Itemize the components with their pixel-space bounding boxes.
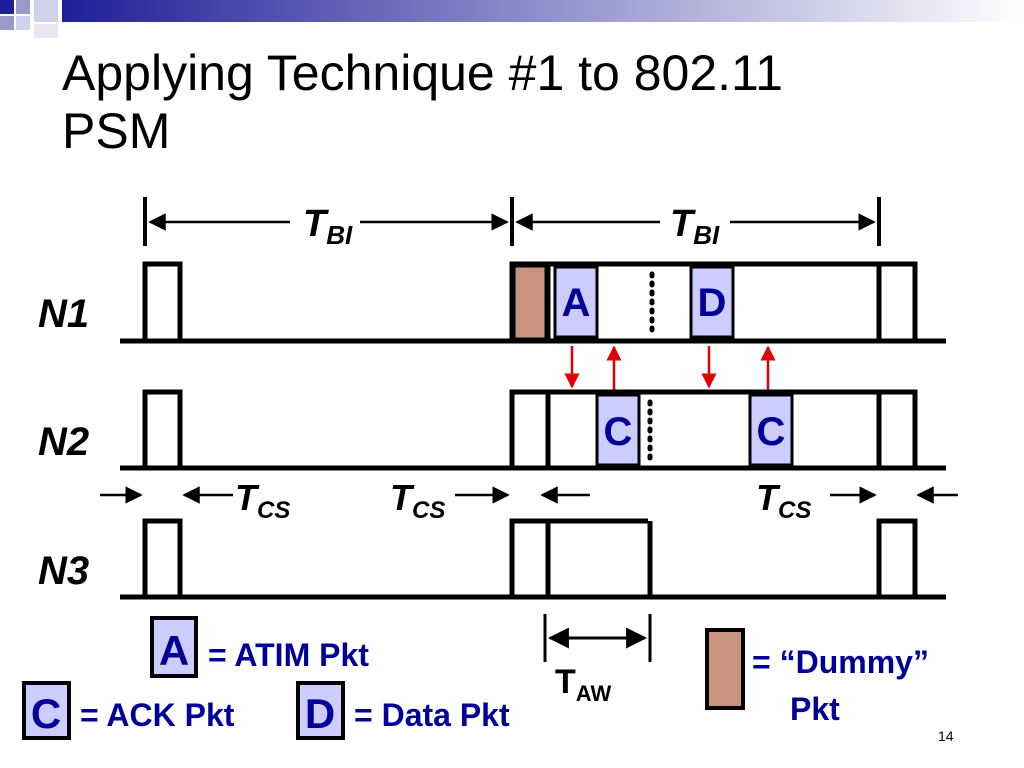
slide-title: Applying Technique #1 to 802.11 PSM (62, 44, 783, 160)
legend-ack-text: = ACK Pkt (80, 697, 235, 733)
legend-atim-symbol: A (159, 627, 189, 674)
svg-text:C: C (604, 410, 633, 454)
timeline-n2 (120, 389, 946, 471)
legend-atim: A = ATIM Pkt (150, 616, 369, 678)
ack-packet-n2-first: C (595, 393, 641, 467)
svg-text:C: C (757, 410, 786, 454)
node-label-n3: N3 (38, 549, 89, 593)
legend-data-text: = Data Pkt (354, 697, 510, 733)
slide-decoration (0, 0, 1024, 38)
taw-label: TAW (555, 663, 611, 706)
dummy-packet-n1 (512, 264, 548, 341)
legend-data-symbol: D (305, 690, 335, 737)
legend-dummy-text-line1: = “Dummy” (752, 644, 929, 680)
legend-ack-symbol: C (31, 690, 61, 737)
svg-text:A: A (562, 281, 591, 325)
svg-text:D: D (698, 281, 727, 325)
tcs-label-3: TCS (756, 477, 811, 524)
ack-packet-n2-second: C (748, 393, 794, 467)
legend-dummy-text-line2: Pkt (790, 691, 840, 727)
tcs-label-1: TCS (235, 477, 290, 524)
tbi-dimension: TBI TBI (143, 197, 881, 250)
legend-ack: C = ACK Pkt (22, 681, 235, 740)
taw-dimension (543, 614, 652, 662)
timeline-n1 (120, 261, 946, 344)
data-packet-n1: D (689, 265, 735, 339)
timeline-n3 (120, 518, 946, 600)
node-label-n1: N1 (38, 292, 89, 336)
legend-data: D = Data Pkt (296, 681, 510, 740)
tbi-label-1: TBI (303, 203, 353, 250)
node-label-n2: N2 (38, 420, 89, 464)
tcs-label-2: TCS (390, 477, 445, 524)
page-number: 14 (938, 728, 954, 744)
tbi-label-2: TBI (670, 203, 720, 250)
atim-packet-n1: A (553, 265, 599, 339)
slide-title-line1: Applying Technique #1 to 802.11 (62, 45, 783, 101)
legend-atim-text: = ATIM Pkt (208, 637, 369, 673)
legend-dummy: = “Dummy” Pkt (705, 628, 929, 727)
slide-title-line2: PSM (62, 103, 171, 159)
packet-transfer-arrows (564, 345, 776, 390)
